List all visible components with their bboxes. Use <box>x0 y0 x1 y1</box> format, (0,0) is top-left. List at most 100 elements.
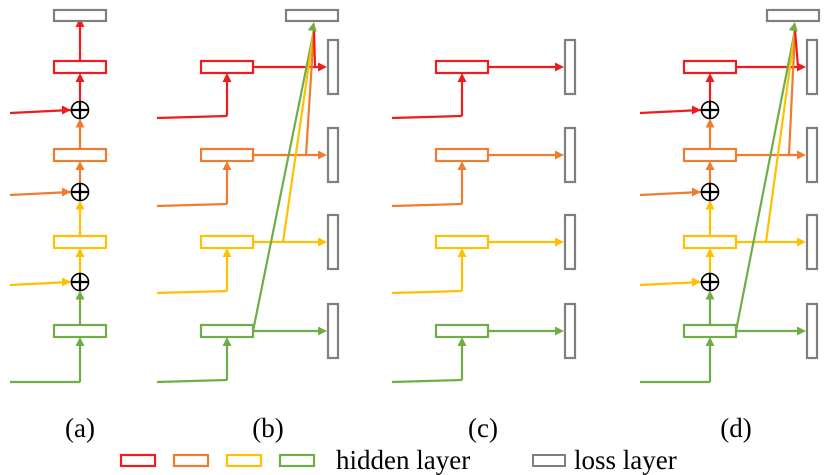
loss-layer <box>326 302 340 360</box>
input-arrow <box>391 289 463 295</box>
arrowhead-icon <box>75 337 85 346</box>
arrowhead-icon <box>75 161 85 170</box>
legend: hidden layer loss layer <box>119 445 677 475</box>
panel-a <box>9 8 108 384</box>
arrowhead-icon <box>62 105 71 115</box>
input-arrow <box>156 202 228 208</box>
arrowhead-icon <box>797 62 806 72</box>
arrowhead-icon <box>705 118 715 128</box>
legend-loss-label: loss layer <box>574 445 677 475</box>
arrowhead-icon <box>75 118 85 128</box>
loss-layer <box>765 8 821 23</box>
arrowhead-icon <box>705 161 715 170</box>
arrowhead-icon <box>555 237 564 247</box>
aggregate-arrow <box>793 29 800 68</box>
legend-loss-swatch <box>532 454 566 467</box>
legend-hidden-swatch <box>225 453 263 468</box>
hidden-layer <box>52 59 108 75</box>
arrowhead-icon <box>555 326 564 336</box>
arrowhead-icon <box>797 150 806 160</box>
aggregate-arrow <box>787 29 797 156</box>
input-arrow <box>9 190 72 197</box>
input-arrow <box>9 280 72 287</box>
panel-label-d: (d) <box>720 413 751 443</box>
arrowhead-icon <box>705 73 715 82</box>
arrowhead-icon <box>705 290 715 300</box>
loss-layer <box>805 126 819 184</box>
loss-layer <box>805 38 819 96</box>
aggregate-arrow <box>312 29 317 68</box>
hidden-layer <box>199 323 255 339</box>
arrowhead-icon <box>62 187 71 197</box>
loss-layer <box>52 8 108 23</box>
arrowhead-icon <box>75 200 85 210</box>
hidden-layer <box>52 147 108 163</box>
hidden-layer <box>682 59 738 75</box>
loss-layer <box>326 126 340 184</box>
legend-hidden-swatch <box>172 453 210 468</box>
arrowhead-icon <box>318 62 327 72</box>
hidden-layer <box>434 234 490 250</box>
hidden-layer <box>199 147 255 163</box>
panel-b <box>156 8 340 384</box>
panel-label-c: (c) <box>468 413 498 443</box>
input-arrow <box>156 114 228 120</box>
arrowhead-icon <box>222 161 232 170</box>
arrowhead-icon <box>222 248 232 257</box>
legend-hidden-swatches <box>119 453 316 468</box>
input-arrow <box>639 108 702 115</box>
arrowhead-icon <box>318 150 327 160</box>
input-arrow <box>156 289 228 295</box>
arrowhead-icon <box>457 73 467 82</box>
arrowhead-icon <box>222 337 232 346</box>
loss-layer <box>563 302 577 360</box>
loss-layer <box>805 302 819 360</box>
arrowhead-icon <box>555 62 564 72</box>
arrowhead-icon <box>75 73 85 82</box>
arrowhead-icon <box>457 161 467 170</box>
arrowhead-icon <box>318 326 327 336</box>
arrowhead-icon <box>457 337 467 346</box>
arrowhead-icon <box>705 337 715 346</box>
hidden-layer <box>434 147 490 163</box>
hidden-layer <box>52 323 108 339</box>
arrowhead-icon <box>307 22 317 32</box>
hidden-layer <box>682 323 738 339</box>
arrowhead-icon <box>692 187 701 197</box>
loss-layer <box>563 213 577 271</box>
arrowhead-icon <box>692 105 701 115</box>
legend-hidden-swatch <box>278 453 316 468</box>
hidden-layer <box>52 234 108 250</box>
panel-label-b: (b) <box>252 413 283 443</box>
hidden-layer <box>199 59 255 75</box>
hidden-layer <box>682 147 738 163</box>
hidden-layer <box>434 59 490 75</box>
arrowhead-icon <box>318 237 327 247</box>
hidden-layer <box>682 234 738 250</box>
aggregate-arrow <box>281 29 316 243</box>
input-arrow <box>391 114 463 120</box>
input-arrow <box>391 378 463 384</box>
input-arrow <box>156 378 228 384</box>
arrowhead-icon <box>222 73 232 82</box>
arrowhead-icon <box>75 248 85 257</box>
arrowhead-icon <box>705 248 715 257</box>
loss-layer <box>326 213 340 271</box>
arrowhead-icon <box>705 200 715 210</box>
panel-c-label: (c) <box>468 413 498 443</box>
aggregate-arrow <box>734 29 797 332</box>
panel-label-a: (a) <box>65 413 95 443</box>
legend-hidden-label: hidden layer <box>336 445 470 475</box>
arrowhead-icon <box>62 277 71 287</box>
arrowhead-icon <box>797 326 806 336</box>
input-arrow <box>639 280 702 287</box>
panels-layer <box>9 8 821 384</box>
loss-layer <box>326 38 340 96</box>
hidden-layer <box>199 234 255 250</box>
arrowhead-icon <box>75 18 85 27</box>
hidden-layer <box>434 323 490 339</box>
arrowhead-icon <box>457 248 467 257</box>
panel-d-label: (d) <box>720 413 751 443</box>
loss-layer <box>563 126 577 184</box>
